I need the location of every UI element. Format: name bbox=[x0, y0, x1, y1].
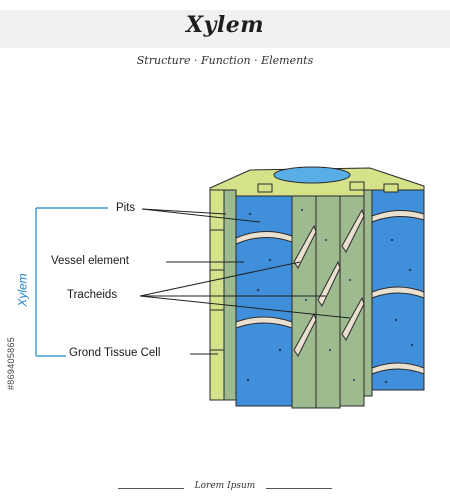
label-vessel-element: Vessel element bbox=[51, 255, 129, 267]
xylem-bracket-label: Xylem bbox=[15, 273, 30, 307]
label-tracheids: Tracheids bbox=[67, 289, 118, 301]
title-band bbox=[0, 10, 450, 48]
label-ground-tissue-cell: Grond Tissue Cell bbox=[69, 347, 161, 359]
footer-line-left bbox=[118, 488, 184, 489]
footer-line-right bbox=[266, 488, 332, 489]
leader-lines bbox=[139, 208, 351, 355]
page-title: Xylem bbox=[186, 12, 264, 38]
footer-text: Lorem Ipsum bbox=[194, 481, 256, 491]
xylem-block bbox=[209, 166, 425, 409]
cell-texture bbox=[246, 209, 414, 384]
page-subtitle: Structure · Function · Elements bbox=[136, 54, 314, 67]
stock-id: #869405865 bbox=[6, 336, 16, 390]
label-pits: Pits bbox=[116, 202, 136, 214]
xylem-bracket bbox=[35, 207, 108, 357]
